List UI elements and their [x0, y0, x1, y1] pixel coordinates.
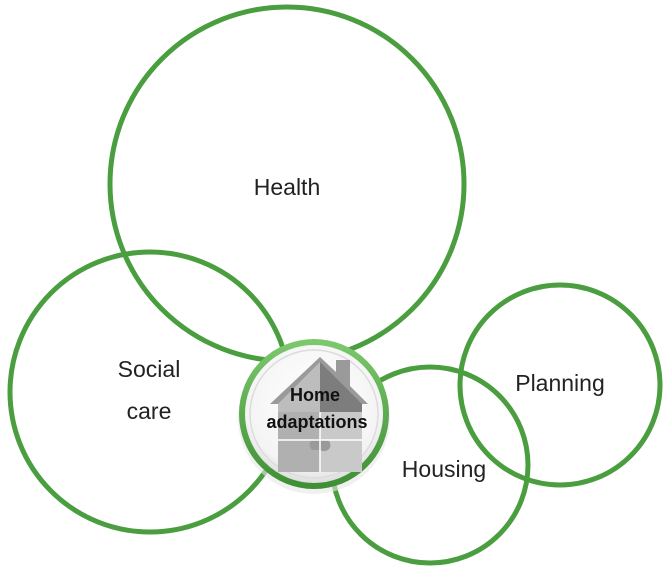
- social-care-label-line-2: care: [127, 398, 172, 424]
- social-care-label-line-1: Social: [118, 356, 181, 382]
- center-label-line-2: adaptations: [266, 412, 367, 432]
- health-label: Health: [254, 174, 320, 200]
- center-hub: Home adaptations: [238, 339, 390, 494]
- planning-circle: [457, 282, 663, 488]
- planning-label: Planning: [515, 370, 605, 396]
- house-puzzle-icon: [270, 357, 368, 472]
- housing-label: Housing: [402, 456, 486, 482]
- center-label-line-1: Home: [290, 385, 340, 405]
